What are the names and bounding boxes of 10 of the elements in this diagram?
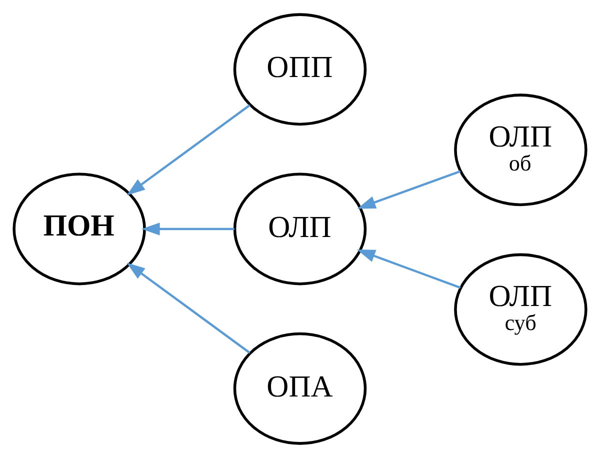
node-ellipse: ОПА bbox=[233, 332, 367, 444]
arrow bbox=[126, 104, 250, 195]
node-ellipse: ОЛП суб bbox=[454, 252, 588, 366]
arrow bbox=[357, 170, 461, 208]
arrow bbox=[141, 222, 234, 235]
node-ellipse: ОЛП bbox=[233, 172, 367, 285]
node-ellipse: ОПП bbox=[233, 12, 367, 126]
arrow bbox=[356, 249, 461, 288]
arrow bbox=[126, 262, 250, 354]
node-ellipse: ОЛП об bbox=[454, 93, 588, 206]
